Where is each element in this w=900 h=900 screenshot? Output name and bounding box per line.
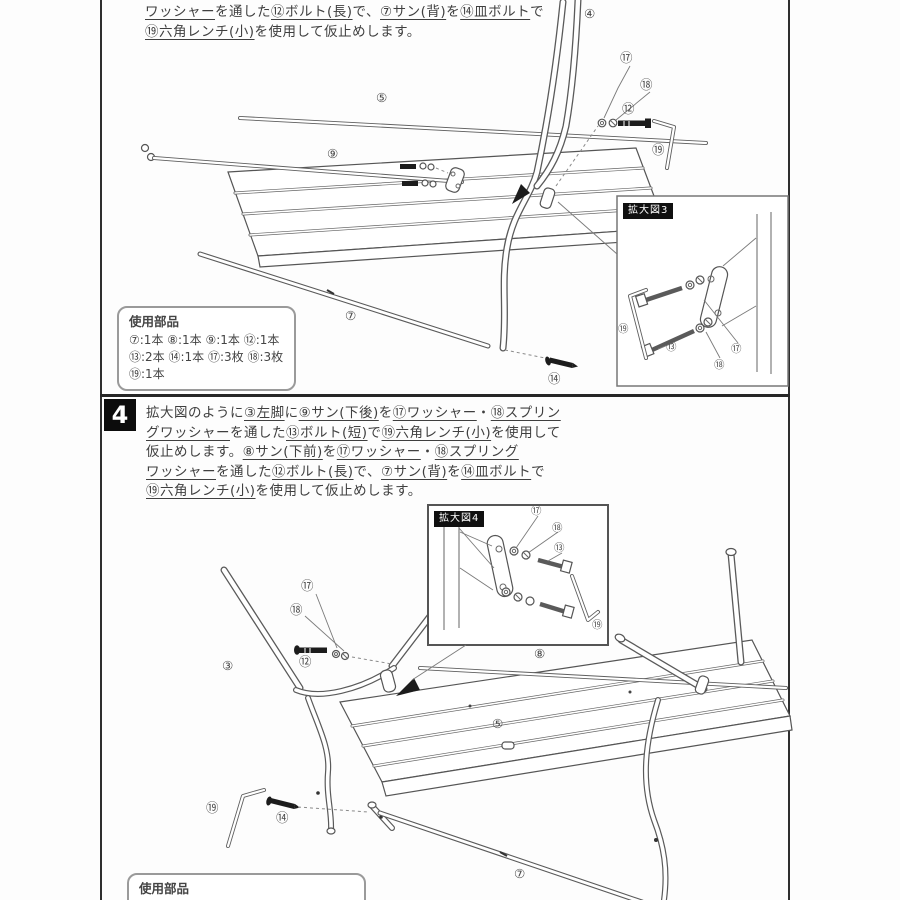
part-label-8: ⑧ (534, 646, 546, 661)
detail-box-3 (616, 195, 789, 387)
part-label-3: ③ (222, 658, 234, 673)
part-label-19: ⑲ (206, 800, 219, 815)
right-leg-curved (642, 697, 669, 900)
rod-7 (197, 251, 491, 349)
instruction-line: 拡大図のように③左脚に⑨サン(下後)を⑰ワッシャー・⑱スプリン (146, 405, 561, 421)
page-border-left (100, 0, 102, 900)
step-number-badge: 4 (104, 399, 136, 431)
left-leg-curved (305, 695, 395, 835)
right-leg-standing (725, 547, 745, 666)
detail-label-18: ⑱ (714, 359, 725, 371)
parts-used-box: 使用部品 ⑦:1本 ⑧:1本 ⑨:1本 ⑫:1本 ⑬:2本 ⑭:1本 ⑰:3枚 … (117, 306, 296, 391)
flat-bolt-14 (504, 349, 578, 368)
part-label-18: ⑱ (640, 77, 653, 92)
parts-row: ⑬:2本 ⑭:1本 ⑰:3枚 ⑱:3枚 (129, 350, 284, 364)
right-leg-straight (533, 0, 582, 209)
part-label-17: ⑰ (301, 578, 314, 593)
part-label-19: ⑲ (652, 142, 665, 157)
detail-label-19: ⑲ (592, 619, 603, 631)
instruction-line: ⑲六角レンチ(小)を使用して仮止めします。 (145, 24, 421, 40)
part-label-5: ⑤ (492, 716, 504, 731)
small-bolt-sets (400, 162, 449, 188)
bolt-callout-12 (294, 593, 393, 665)
bolt-callout-12 (555, 65, 651, 187)
part-label-14: ⑭ (548, 371, 561, 386)
detail-label-13: ⑬ (554, 542, 565, 554)
rail-5 (238, 116, 708, 145)
step4-instructions: 拡大図のように③左脚に⑨サン(下後)を⑰ワッシャー・⑱スプリン グワッシャーを通… (146, 404, 606, 502)
detail-leader (557, 201, 618, 255)
detail-label-17: ⑰ (731, 343, 742, 355)
detail-label-13: ⑬ (666, 341, 677, 353)
step3-diagram (140, 0, 789, 387)
detail-label-17: ⑰ (531, 505, 542, 517)
instruction-line: ⑲六角レンチ(小)を使用して仮止めします。 (146, 483, 422, 499)
parts-used-box: 使用部品 (127, 873, 366, 900)
step3-instructions: ワッシャーを通した⑫ボルト(長)で、⑦サン(背)を⑭皿ボルトで ⑲六角レンチ(小… (145, 2, 595, 42)
part-label-17: ⑰ (620, 50, 633, 65)
part-label-12: ⑫ (622, 101, 635, 116)
parts-row: ⑲:1本 (129, 367, 165, 381)
step4-diagram (220, 504, 793, 900)
part-label-14: ⑭ (276, 810, 289, 825)
instruction-line: グワッシャーを通した⑬ボルト(短)で⑲六角レンチ(小)を使用して (146, 424, 561, 441)
detail-label-19: ⑲ (618, 323, 629, 335)
page-border-right (788, 0, 790, 900)
part-label-5: ⑤ (376, 90, 388, 105)
instruction-line: ワッシャーを通した⑫ボルト(長)で、⑦サン(背)を⑭皿ボルトで (146, 463, 546, 480)
detail-box-4-title: 拡大図4 (434, 511, 485, 527)
joint-arrow (396, 678, 420, 696)
right-leg-curved (499, 0, 567, 352)
instruction-line: ワッシャーを通した⑫ボルト(長)で、⑦サン(背)を⑭皿ボルトで (145, 4, 545, 20)
joint-arrow (512, 184, 530, 204)
detail-label-18: ⑱ (552, 522, 563, 534)
part-label-12: ⑫ (299, 654, 312, 669)
part-label-9: ⑨ (327, 146, 339, 161)
detail-box-4 (411, 504, 609, 681)
flat-bolt-14 (266, 796, 369, 813)
part-label-18: ⑱ (290, 602, 303, 617)
allen-wrench-icon (226, 788, 266, 848)
parts-box-title: 使用部品 (139, 881, 190, 896)
rod-7 (377, 810, 644, 900)
right-leg-angled (614, 633, 710, 695)
parts-row: ⑦:1本 ⑧:1本 ⑨:1本 ⑫:1本 (129, 333, 280, 347)
allen-wrench-icon (652, 119, 676, 170)
part-label-7: ⑦ (514, 866, 526, 881)
section-divider (100, 394, 790, 397)
part-label-7: ⑦ (345, 308, 357, 323)
instruction-line: 仮止めします。⑧サン(下前)を⑰ワッシャー・⑱スプリング (146, 444, 519, 460)
parts-box-title: 使用部品 (129, 314, 180, 329)
rail-8 (418, 666, 788, 690)
table-top (227, 147, 669, 268)
detail-box-3-title: 拡大図3 (623, 203, 674, 219)
back-bar-9 (140, 143, 465, 193)
part-label-4: ④ (584, 6, 596, 21)
